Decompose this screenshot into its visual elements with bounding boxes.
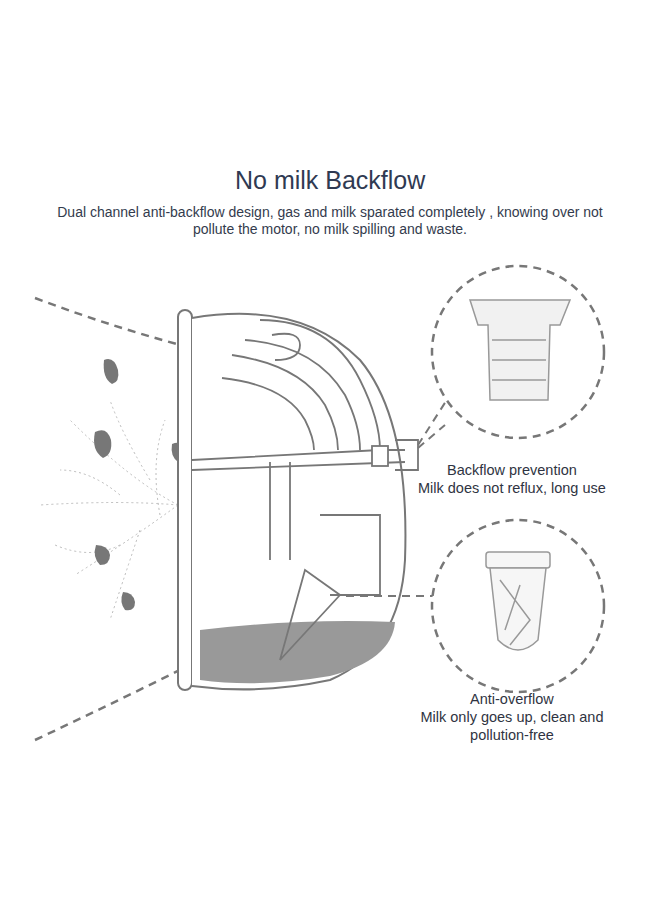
callout-heading: Anti-overflow	[470, 690, 554, 708]
diagram-title: No milk Backflow	[235, 166, 425, 195]
callout-heading: Backflow prevention	[447, 461, 577, 479]
callout-text: Milk only goes up, clean and pollution-f…	[412, 708, 612, 744]
description-text: Dual channel anti-backflow design, gas a…	[50, 204, 610, 238]
callout-text: Milk does not reflux, long use	[418, 479, 606, 497]
